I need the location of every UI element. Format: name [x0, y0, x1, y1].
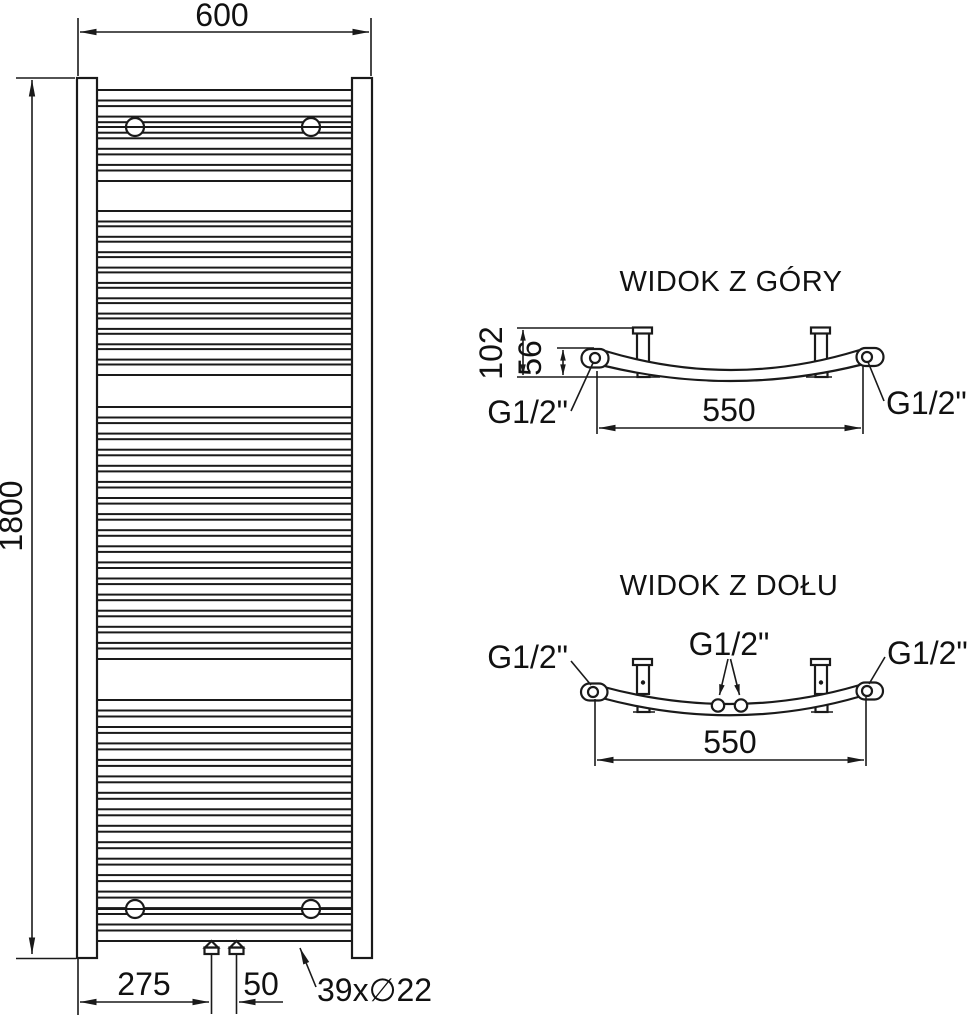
radiator-tube [96, 929, 353, 942]
dim-height-1800: 1800 [0, 77, 76, 960]
front-view: 600 1800 [0, 0, 432, 1015]
center-port-left [710, 698, 726, 713]
valve-right-cap [227, 939, 246, 949]
radiator-tube [96, 225, 353, 238]
radiator-tube [96, 332, 353, 346]
top-view-title: WIDOK Z GÓRY [620, 265, 843, 298]
wall-bracket-left-bottom [631, 657, 655, 714]
radiator-tube [96, 631, 353, 644]
thread-bottom-right-text: G1/2" [887, 635, 968, 671]
radiator-tube [96, 781, 353, 794]
connection-port-right-bottom [860, 684, 874, 698]
dim-102-label: 102 [473, 326, 509, 379]
dim-width-label: 600 [195, 0, 248, 33]
thread-label-bottom-left: G1/2" [487, 639, 592, 686]
radiator-tube [96, 847, 353, 860]
radiator-tube [96, 748, 353, 761]
thread-label-bottom-center: G1/2" [689, 626, 770, 696]
tube-array [96, 89, 353, 942]
radiator-tube [96, 153, 353, 166]
center-port-right [733, 698, 749, 713]
connection-port-left-bottom [586, 685, 600, 699]
radiator-tube [96, 715, 353, 728]
radiator-tube [96, 534, 353, 548]
radiator-tube [96, 599, 353, 612]
connection-port-left [588, 351, 602, 365]
radiator-tube [96, 271, 353, 284]
radiator-tube [96, 615, 353, 628]
radiator-tube [96, 550, 353, 564]
dim-bottom: 275 50 [77, 958, 283, 1015]
top-view: WIDOK Z GÓRY [473, 265, 967, 434]
dim-102: 102 [473, 326, 526, 380]
radiator-tube [96, 210, 353, 223]
dim-56: 56 [512, 340, 566, 376]
thread-label-top-right: G1/2" [867, 361, 967, 421]
right-collector [350, 76, 374, 960]
dim-50-label: 50 [243, 966, 279, 1002]
connection-port-right [860, 350, 874, 364]
radiator-tube [96, 470, 353, 483]
bottom-connections [202, 939, 246, 1014]
dim-height-label: 1800 [0, 480, 29, 551]
dim-550-top: 550 [596, 366, 864, 434]
tube-count-label: 39x∅22 [317, 972, 432, 1008]
radiator-tube [96, 814, 353, 827]
dim-550-bottom-label: 550 [703, 724, 756, 760]
dim-56-label: 56 [512, 340, 548, 376]
radiator-tube [96, 169, 353, 182]
thread-bottom-center-text: G1/2" [689, 626, 770, 662]
radiator-tube [96, 647, 353, 660]
radiator-tube [96, 797, 353, 811]
radiator-tube [96, 699, 353, 712]
radiator-tube [96, 830, 353, 844]
valve-left-cap [202, 939, 221, 949]
thread-top-left-text: G1/2" [487, 394, 568, 430]
radiator-tube [96, 438, 353, 451]
bottom-view: WIDOK Z DOŁU [487, 570, 968, 766]
radiator-tube [96, 406, 353, 419]
thread-bottom-left-text: G1/2" [487, 639, 568, 675]
radiator-tube [96, 240, 353, 254]
dim-275-label: 275 [117, 966, 170, 1002]
radiator-tube [96, 764, 353, 778]
dim-550-top-label: 550 [702, 392, 755, 428]
radiator-tube [96, 302, 353, 315]
radiator-tube [96, 348, 353, 361]
radiator-tube [96, 502, 353, 516]
radiator-tube [96, 363, 353, 376]
radiator-tube [96, 486, 353, 499]
radiator-tube [96, 731, 353, 745]
radiator-tube [96, 89, 353, 102]
top-view-drawing [517, 326, 885, 383]
radiator-tube [96, 583, 353, 596]
radiator-tube [96, 317, 353, 330]
bottom-view-title: WIDOK Z DOŁU [620, 570, 839, 602]
radiator-tube [96, 567, 353, 580]
radiator-body [75, 76, 374, 960]
radiator-tube [96, 256, 353, 269]
left-collector [75, 76, 99, 960]
bottom-view-drawing [579, 657, 885, 717]
radiator-tube [96, 454, 353, 467]
tube-count-annotation: 39x∅22 [299, 947, 432, 1008]
radiator-tube [96, 863, 353, 877]
dim-550-bottom: 550 [594, 697, 867, 766]
radiator-tube [96, 880, 353, 893]
thread-top-right-text: G1/2" [886, 385, 967, 421]
radiator-tube [96, 286, 353, 300]
thread-label-top-left: G1/2" [487, 362, 594, 430]
radiator-tube [96, 137, 353, 150]
radiator-tube [96, 422, 353, 435]
radiator-tube [96, 518, 353, 532]
thread-label-bottom-right: G1/2" [868, 635, 968, 685]
radiator-tube [96, 105, 353, 118]
dim-width-600: 600 [77, 0, 372, 76]
